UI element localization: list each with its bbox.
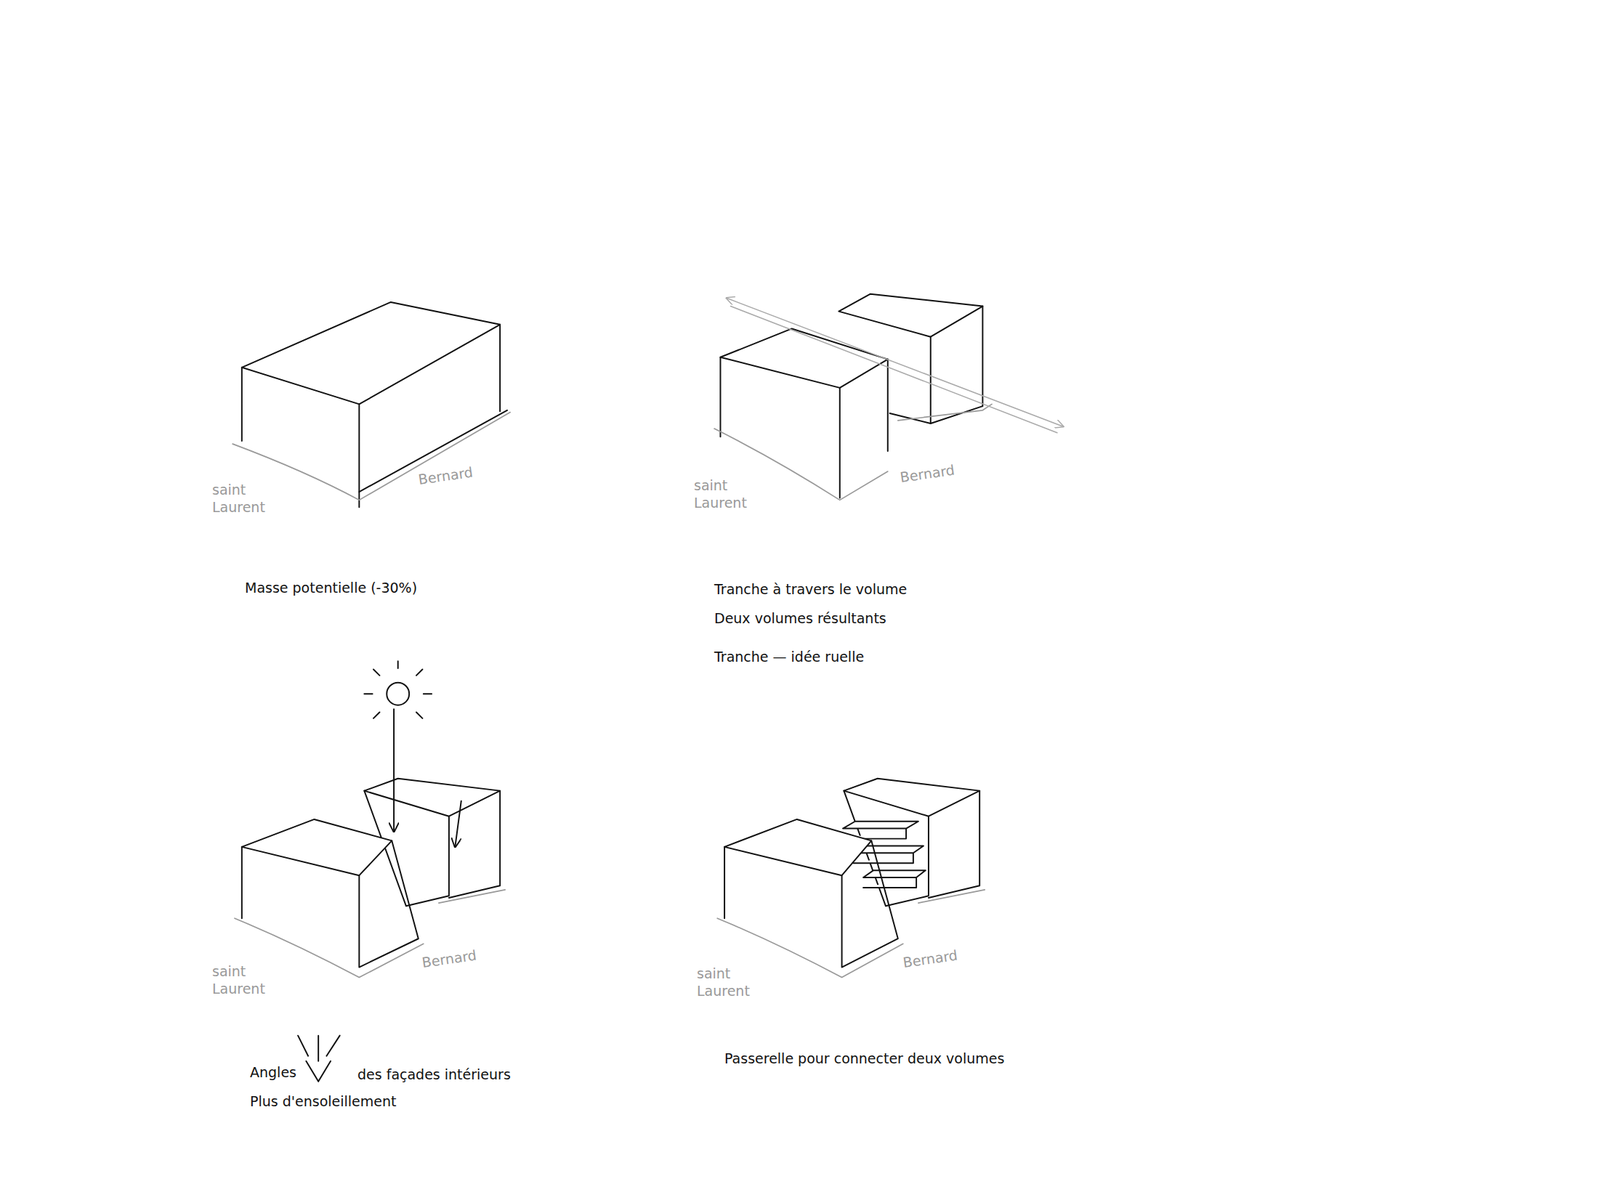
annotation: Masse potentielle (-30%) (244, 579, 418, 598)
street-name: Bernard (417, 464, 474, 490)
annotation: Passerelle pour connecter deux volumes (724, 1050, 1005, 1069)
annotation: Tranche — idée ruelle (714, 648, 864, 667)
sliced-volumes (714, 294, 1064, 501)
street-name: Bernard (898, 462, 956, 487)
street-name: saint Laurent (696, 965, 750, 1001)
annotation: Angles (249, 1064, 297, 1082)
mass-volume (232, 302, 511, 508)
bridged-volumes (717, 778, 985, 979)
street-name: Bernard (420, 947, 478, 973)
annotation: Plus d'ensoleillement (249, 1093, 397, 1111)
street-name: saint Laurent (693, 477, 747, 513)
angled-volumes (234, 661, 505, 1082)
street-name: saint Laurent (212, 481, 266, 517)
annotation: Tranche à travers le volume (714, 581, 907, 599)
street-name: saint Laurent (212, 963, 266, 999)
street-name: Bernard (901, 947, 959, 973)
annotation: des façades intérieurs (357, 1066, 511, 1085)
annotation: Deux volumes résultants (714, 610, 887, 628)
